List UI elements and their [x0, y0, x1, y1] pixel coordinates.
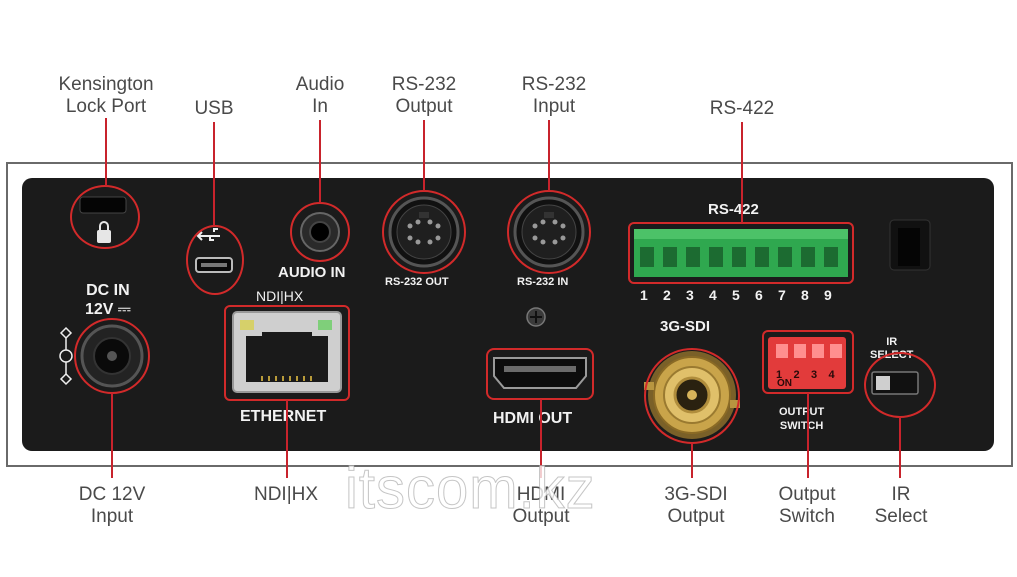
callout-rs422: RS-422 [710, 98, 774, 120]
panel-ir-select-line1: IR [886, 336, 898, 348]
terminal-number: 7 [778, 287, 786, 303]
terminal-number: 2 [663, 287, 671, 303]
callout-kensington: Kensington Lock Port [58, 74, 153, 118]
hdmi-port-icon [493, 357, 587, 389]
callout-ir-select: IR Select [875, 484, 928, 528]
terminal-number: 4 [709, 287, 717, 303]
highlight-rs422 [628, 222, 854, 284]
panel-rs232-out-label: RS-232 OUT [385, 276, 449, 288]
dip-number: 3 [811, 369, 818, 381]
panel-dc-in-label: DC IN 12V ⎓ [85, 281, 131, 319]
dip-number: 4 [828, 369, 835, 381]
callout-audio-line1: Audio [295, 74, 345, 95]
callout-dc-line2: Input [90, 506, 134, 527]
panel-3g-sdi-label: 3G-SDI [660, 318, 711, 335]
callout-ir-line1: IR [891, 484, 911, 505]
panel-output-switch-line1: OUTPUT [779, 406, 825, 418]
panel-dip-numbers: 1 2 3 4 [776, 369, 846, 381]
panel-output-switch-line2: SWITCH [779, 420, 824, 432]
callout-ndi-text: NDI|HX [253, 484, 319, 505]
panel-dc-in-line2: 12V ⎓ [85, 301, 131, 318]
callout-usb: USB [194, 98, 233, 120]
panel-rs422-terminal-numbers: 1 2 3 4 5 6 7 8 9 [640, 287, 850, 303]
callout-ir-line2: Select [874, 506, 928, 527]
screw-icon [526, 307, 546, 327]
terminal-number: 3 [686, 287, 694, 303]
callout-sdi-output: 3G-SDI Output [664, 484, 727, 528]
panel-ndi-hx-label: NDI|HX [256, 288, 304, 304]
callout-output-switch-line1: Output [778, 484, 836, 505]
watermark: itscom.kz [345, 456, 596, 522]
ethernet-port-icon [232, 311, 342, 393]
panel-ethernet-label: ETHERNET [240, 408, 327, 425]
callout-hdmi-output: HDMI Output [512, 484, 569, 528]
callout-kensington-line2: Lock Port [65, 96, 147, 117]
callout-rs232-output-line1: RS-232 [391, 74, 457, 95]
polarity-icon [59, 326, 73, 386]
leader-sdi [691, 443, 693, 478]
leader-rs232-out [423, 120, 425, 191]
callout-ndi-hx: NDI|HX [254, 484, 318, 506]
callout-rs232-input: RS-232 Input [522, 74, 586, 118]
leader-output-switch [807, 393, 809, 478]
callout-output-switch: Output Switch [778, 484, 835, 528]
callout-rs232-output-line2: Output [395, 96, 453, 117]
callout-audio: Audio In [296, 74, 345, 118]
callout-rs232-input-line1: RS-232 [521, 74, 587, 95]
terminal-number: 8 [801, 287, 809, 303]
terminal-number: 6 [755, 287, 763, 303]
panel-hdmi-out-label: HDMI OUT [493, 410, 573, 427]
highlight-dip-switch [762, 330, 854, 394]
highlight-ir-select [864, 352, 936, 418]
callout-audio-line2: In [312, 96, 328, 117]
highlight-audio [290, 202, 350, 262]
highlight-hdmi [486, 348, 594, 400]
callout-usb-text: USB [194, 98, 234, 119]
callout-output-switch-line2: Switch [779, 506, 835, 527]
callout-dc-line1: DC 12V [78, 484, 146, 505]
callout-rs422-text: RS-422 [709, 98, 775, 119]
dip-switch-icon [768, 337, 846, 389]
highlight-dc-in [74, 318, 150, 394]
leader-audio [319, 120, 321, 203]
terminal-number: 9 [824, 287, 832, 303]
highlight-rs232-out [382, 190, 466, 274]
dip-number: 1 [776, 369, 783, 381]
callout-hdmi-line2: Output [512, 506, 570, 527]
highlight-kensington [70, 185, 140, 249]
panel-rs232-in-label: RS-232 IN [517, 276, 569, 288]
callout-rs232-output: RS-232 Output [392, 74, 456, 118]
callout-rs232-input-line2: Input [532, 96, 576, 117]
panel-dc-in-line1: DC IN [86, 282, 130, 299]
callout-dc-input: DC 12V Input [79, 484, 146, 528]
highlight-sdi [644, 348, 740, 444]
panel-output-switch-label: OUTPUT SWITCH [779, 405, 824, 433]
callout-kensington-line1: Kensington [58, 74, 154, 95]
callout-sdi-line1: 3G-SDI [664, 484, 728, 505]
leader-ir [899, 417, 901, 478]
terminal-number: 1 [640, 287, 648, 303]
leader-rs232-in [548, 120, 550, 191]
leader-usb [213, 122, 215, 226]
dip-number: 2 [793, 369, 800, 381]
terminal-number: 5 [732, 287, 740, 303]
leader-hdmi [540, 399, 542, 478]
callout-sdi-line2: Output [667, 506, 725, 527]
side-plug-icon [889, 219, 931, 271]
panel-rs422-label: RS-422 [708, 201, 759, 218]
panel-dip-on-label: ON [777, 378, 792, 389]
leader-ndi [286, 400, 288, 478]
highlight-rs232-in [507, 190, 591, 274]
leader-dc [111, 393, 113, 478]
callout-hdmi-line1: HDMI [516, 484, 566, 505]
leader-kensington [105, 118, 107, 186]
panel-audio-in-label: AUDIO IN [278, 264, 346, 281]
leader-rs422 [741, 122, 743, 223]
highlight-ethernet [224, 305, 350, 401]
highlight-usb [186, 225, 244, 295]
rs422-terminal-block-icon [634, 229, 848, 277]
